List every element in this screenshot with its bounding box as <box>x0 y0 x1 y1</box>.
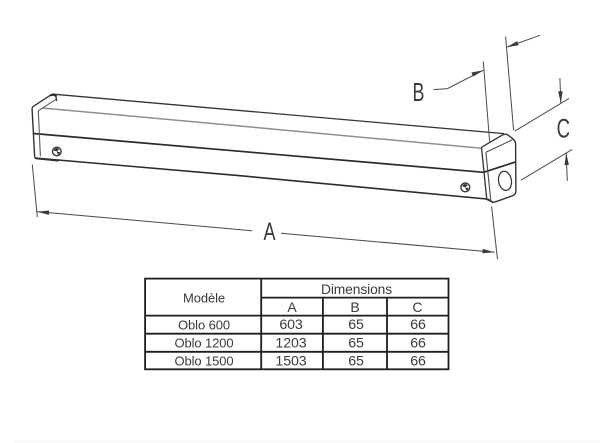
svg-text:Oblo 1500: Oblo 1500 <box>174 353 233 368</box>
svg-text:65: 65 <box>348 353 364 369</box>
svg-text:66: 66 <box>410 353 426 369</box>
svg-text:A: A <box>287 299 297 315</box>
svg-text:1203: 1203 <box>275 335 306 351</box>
svg-text:C: C <box>557 113 570 143</box>
svg-text:B: B <box>350 299 359 315</box>
svg-text:66: 66 <box>410 335 426 351</box>
svg-text:Modèle: Modèle <box>183 291 225 306</box>
svg-text:65: 65 <box>348 335 364 351</box>
svg-text:66: 66 <box>410 317 426 333</box>
svg-text:C: C <box>412 299 422 315</box>
svg-text:603: 603 <box>279 317 303 333</box>
svg-text:65: 65 <box>348 317 364 333</box>
svg-text:Oblo 1200: Oblo 1200 <box>174 335 233 350</box>
svg-text:1503: 1503 <box>275 353 306 369</box>
svg-text:A: A <box>263 217 275 246</box>
svg-text:B: B <box>412 78 424 107</box>
svg-text:Dimensions: Dimensions <box>321 282 392 297</box>
svg-text:Oblo 600: Oblo 600 <box>178 317 230 332</box>
